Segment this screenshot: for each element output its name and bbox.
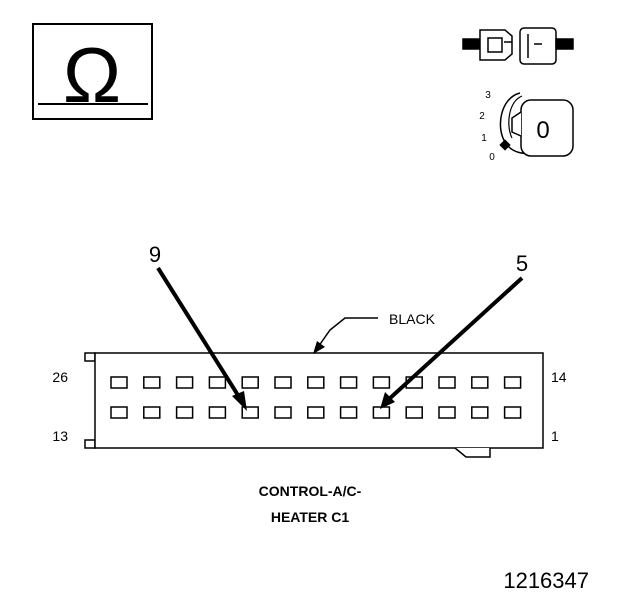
pin-cavity — [175, 376, 194, 389]
ignition-key-icon: 3 2 1 0 0 — [479, 90, 574, 163]
pin-label-13: 13 — [52, 428, 68, 444]
callout-number-9: 9 — [149, 242, 161, 267]
pin-cavity — [405, 406, 423, 419]
pin-cavity — [503, 406, 522, 419]
color-callout: BLACK — [313, 311, 436, 354]
pin-cavity — [503, 376, 522, 389]
connector-name-line2: HEATER C1 — [271, 509, 350, 525]
pin-cavities — [110, 376, 522, 419]
pin-cavity — [471, 406, 489, 419]
key-position-2: 2 — [479, 111, 485, 122]
key-label: 0 — [536, 117, 549, 144]
pin-cavity — [175, 406, 194, 419]
pin-cavity — [438, 406, 456, 419]
pin-cavity — [110, 376, 128, 389]
pin-cavity — [208, 376, 227, 389]
pin-cavity — [143, 376, 161, 389]
pin-cavity — [372, 376, 391, 389]
pin-cavity — [471, 376, 489, 389]
figure-number: 1216347 — [503, 568, 589, 593]
pin-cavity — [208, 406, 227, 419]
pin-callout-9: 9 — [149, 242, 247, 411]
pin-cavity — [372, 406, 391, 419]
connector-name-line1: CONTROL-A/C- — [259, 483, 362, 499]
pin-callout-5: 5 — [380, 251, 528, 409]
pin-label-1: 1 — [551, 428, 559, 444]
pin-cavity — [241, 406, 259, 419]
pin-cavity — [241, 376, 259, 389]
pin-cavity — [438, 376, 456, 389]
pin-cavity — [143, 406, 161, 419]
pin-cavity — [307, 376, 325, 389]
pin-cavity — [274, 376, 292, 389]
pin-label-26: 26 — [52, 369, 68, 385]
pin-label-14: 14 — [551, 369, 567, 385]
key-position-3: 3 — [485, 90, 491, 101]
ohm-icon: Ω — [63, 31, 121, 119]
ohmmeter-symbol: Ω — [32, 23, 153, 120]
color-label: BLACK — [389, 311, 436, 327]
callout-number-5: 5 — [516, 251, 528, 276]
pin-cavity — [339, 376, 358, 389]
connector-body — [84, 352, 544, 458]
connector-disconnected-icon — [462, 27, 574, 65]
key-position-1: 1 — [481, 133, 487, 144]
pin-cavity — [307, 406, 325, 419]
pin-cavity — [110, 406, 128, 419]
pin-cavity — [274, 406, 292, 419]
pin-cavity — [339, 406, 358, 419]
key-position-0: 0 — [489, 152, 495, 163]
